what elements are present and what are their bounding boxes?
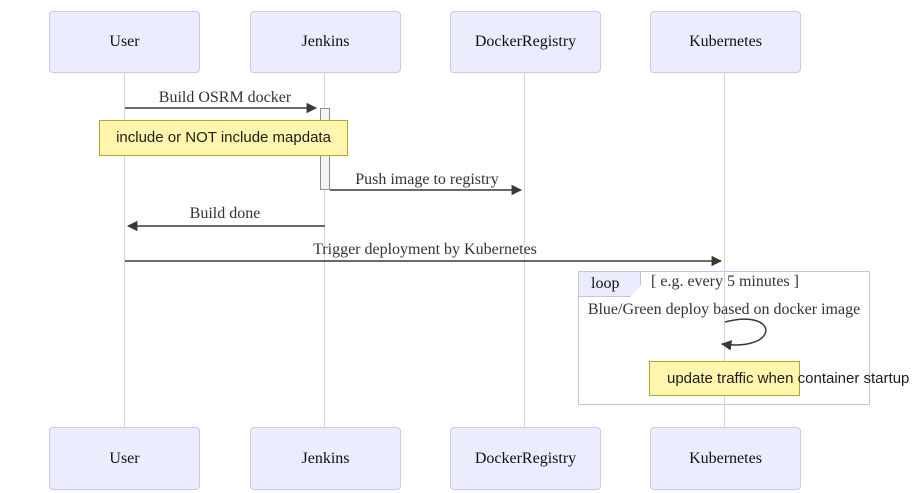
actor-bottom-jenkins: Jenkins bbox=[250, 427, 401, 490]
note-mapdata: include or NOT include mapdata bbox=[99, 120, 348, 156]
message-label-trigger: Trigger deployment by Kubernetes bbox=[313, 241, 537, 258]
lifeline-kubernetes bbox=[724, 73, 725, 427]
loop-label-tab: loop bbox=[579, 272, 641, 297]
note-traffic: update traffic when container startup bbox=[649, 361, 909, 396]
message-label-push: Push image to registry bbox=[355, 171, 499, 188]
actor-top-user: User bbox=[49, 11, 200, 73]
actor-bottom-user: User bbox=[49, 427, 200, 490]
message-label-done: Build done bbox=[189, 205, 261, 222]
message-label-self-deploy: Blue/Green deploy based on docker image bbox=[587, 301, 861, 318]
actor-top-jenkins: Jenkins bbox=[250, 11, 401, 73]
lifeline-dockerregistry bbox=[524, 73, 525, 427]
actor-top-kubernetes: Kubernetes bbox=[650, 11, 801, 73]
loop-condition: [ e.g. every 5 minutes ] bbox=[651, 273, 799, 290]
loop-frame: loop bbox=[578, 271, 870, 405]
actor-bottom-kubernetes: Kubernetes bbox=[650, 427, 801, 490]
message-label-build: Build OSRM docker bbox=[158, 89, 292, 106]
actor-top-dockerregistry: DockerRegistry bbox=[450, 11, 601, 73]
lifeline-jenkins bbox=[324, 73, 325, 427]
lifeline-user bbox=[124, 73, 125, 427]
actor-bottom-dockerregistry: DockerRegistry bbox=[450, 427, 601, 490]
